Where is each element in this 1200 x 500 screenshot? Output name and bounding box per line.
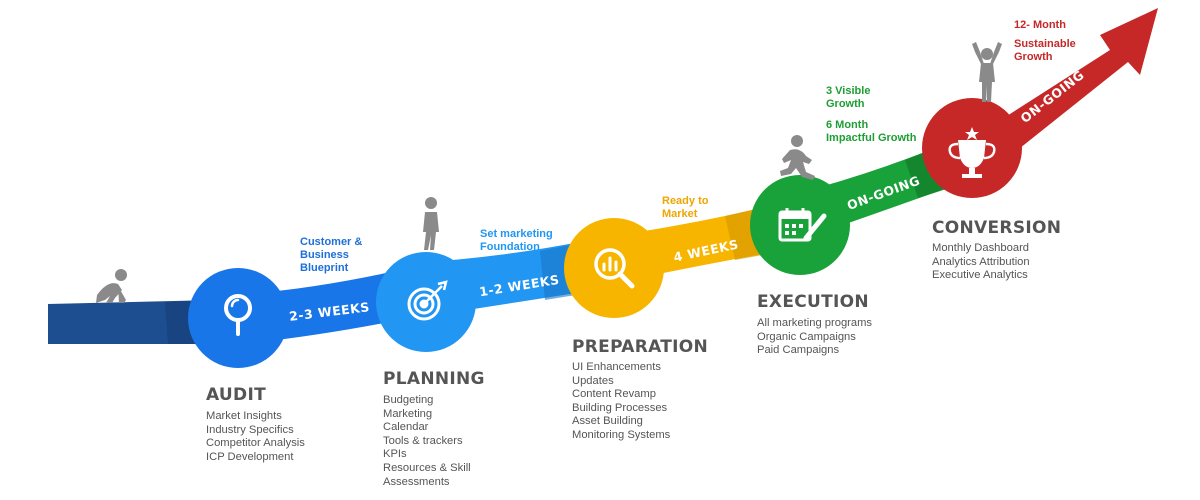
list-item: Marketing (383, 407, 433, 420)
list-item: UI Enhancements (572, 361, 661, 373)
calendar-icon (778, 208, 827, 242)
milestone-line: Business (300, 249, 349, 261)
milestone-twelve-month: 12- Month (1014, 19, 1066, 32)
stage-title-execution: EXECUTION (757, 292, 869, 312)
stage-title-audit: AUDIT (206, 385, 266, 405)
list-item: All marketing programs (757, 317, 873, 329)
stage-items-conversion: Monthly Dashboard Analytics Attribution … (932, 242, 1030, 283)
milestone-line: Impactful Growth (826, 132, 917, 144)
celebrating-figure-icon (972, 42, 1002, 102)
walking-figure-icon (423, 197, 439, 250)
growth-arrow (985, 8, 1158, 160)
stage-title-conversion: CONVERSION (932, 218, 1062, 238)
list-item: Industry Specifics (206, 423, 294, 436)
milestone-marketing-foundation: Set marketing Foundation (480, 228, 553, 254)
list-item: KPIs (383, 448, 407, 461)
milestone-ready-to-market: Ready to Market (662, 195, 708, 221)
list-item: Analytics Attribution (932, 255, 1030, 268)
stage-items-audit: Market Insights Industry Specifics Compe… (206, 410, 305, 464)
milestone-line: Customer & (300, 236, 363, 248)
milestone-visible-growth: 3 Visible Growth (826, 85, 870, 111)
stage-items-execution: All marketing programs Organic Campaigns… (757, 317, 872, 358)
list-item: Building Processes (572, 401, 668, 414)
milestone-line: Sustainable (1014, 38, 1076, 50)
target-icon (407, 280, 448, 321)
list-item: Calendar (383, 421, 429, 434)
milestone-sustainable-growth: Sustainable Growth (1014, 38, 1076, 64)
list-item: Monthly Dashboard (932, 242, 1030, 254)
stage-items-planning: Budgeting Marketing Calendar Tools & tra… (383, 394, 471, 489)
milestone-line: 6 Month (826, 119, 869, 131)
list-item: Market Insights (206, 410, 282, 422)
list-item: Resources & Skill (383, 461, 471, 474)
running-figure-icon (780, 135, 815, 180)
milestone-line: Set marketing (480, 228, 553, 240)
stage-title-preparation: PREPARATION (572, 337, 709, 357)
list-item: Updates (572, 374, 614, 387)
milestone-line: Blueprint (300, 262, 349, 274)
milestone-line: Growth (1014, 51, 1053, 63)
stage-title-planning: PLANNING (383, 369, 485, 389)
list-item: Assessments (383, 475, 450, 488)
trophy-icon (948, 127, 996, 178)
milestone-line: Foundation (480, 241, 540, 253)
list-item: Content Revamp (572, 388, 656, 401)
list-item: Paid Campaigns (757, 344, 840, 357)
list-item: Tools & trackers (383, 434, 463, 447)
stage-items-preparation: UI Enhancements Updates Content Revamp B… (572, 361, 670, 443)
milestone-line: Ready to (662, 195, 709, 207)
list-item: Asset Building (572, 415, 643, 428)
preparation-circle (564, 218, 664, 318)
list-item: Budgeting (383, 394, 434, 406)
list-item: Executive Analytics (932, 269, 1028, 282)
analytics-search-icon (594, 248, 635, 289)
milestone-customer-blueprint: Customer & Business Blueprint (300, 236, 362, 275)
milestone-impactful-growth: 6 Month Impactful Growth (826, 119, 916, 145)
list-item: ICP Development (206, 450, 294, 463)
milestone-line: Market (662, 208, 698, 220)
list-item: Organic Campaigns (757, 330, 856, 343)
list-item: Competitor Analysis (206, 437, 305, 450)
crouching-figure-icon (96, 269, 127, 303)
milestone-line: Growth (826, 98, 865, 110)
list-item: Monitoring Systems (572, 428, 671, 441)
milestone-line: 3 Visible (826, 85, 871, 97)
milestone-line: 12- Month (1014, 19, 1066, 31)
magnifier-icon (224, 294, 252, 336)
